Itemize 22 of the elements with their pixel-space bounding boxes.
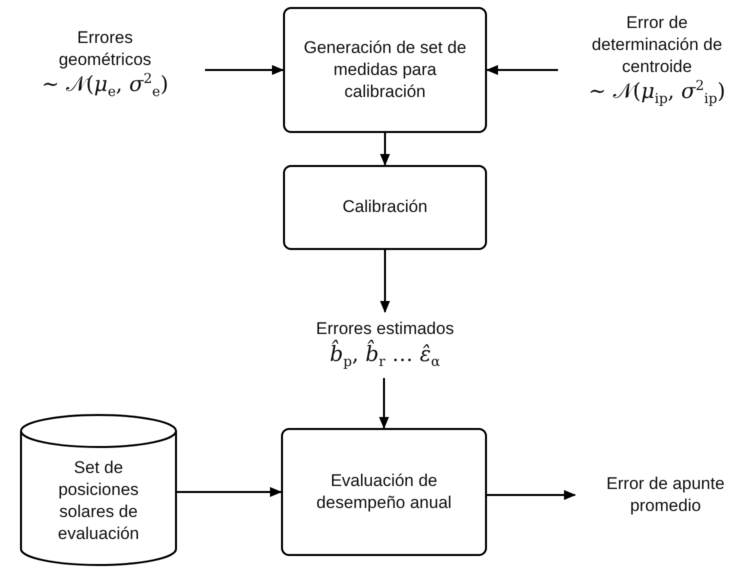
node-text: Calibración — [342, 196, 428, 218]
database-cylinder — [20, 415, 177, 565]
process-box — [281, 428, 487, 556]
process-box — [283, 7, 487, 133]
node-text: Evaluación de desempeño anual — [315, 470, 453, 514]
node-text: Error de apunte promedio — [605, 472, 726, 517]
arrow — [205, 65, 284, 75]
node-text: Errores geométricos — [58, 26, 152, 72]
formula: ∼ 𝒩(μ$_{ip}$, σ$^{2}$$_{ip}$) — [588, 78, 726, 110]
arrow — [487, 490, 576, 500]
arrow — [380, 133, 390, 166]
process-box — [283, 165, 487, 250]
node-text: Generación de set de medidas para calibración — [302, 36, 468, 104]
node-text: Set de posiciones solares de evaluación — [56, 456, 140, 546]
arrow — [379, 378, 389, 429]
formula: b̂$_{p}$, b̂$_{r}$ … ε̂$_{α}$ — [330, 340, 440, 372]
formula: ∼ 𝒩(μ$_{e}$, σ$^{2}$$_{e}$) — [42, 71, 168, 102]
arrow — [177, 487, 282, 497]
arrow — [380, 250, 390, 313]
arrow — [486, 65, 558, 75]
node-text: Errores estimados — [316, 318, 454, 340]
node-text: Error de determinación de centroide — [590, 12, 724, 78]
